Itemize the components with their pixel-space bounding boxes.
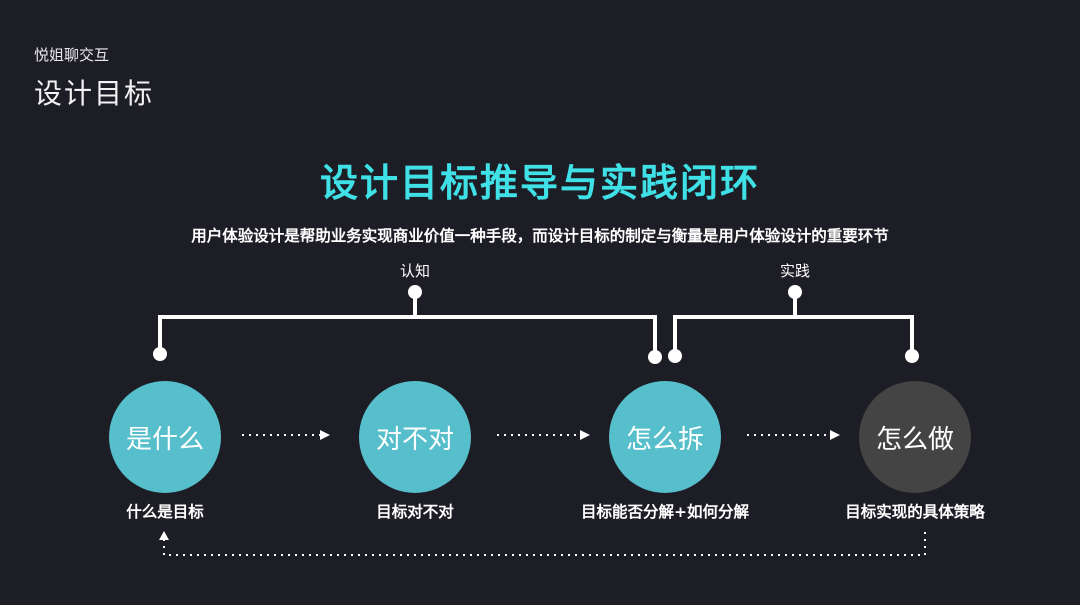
- step-circle-do: 怎么做: [859, 381, 971, 493]
- bracket-practice: [673, 292, 914, 354]
- group-label-practice: 实践: [779, 262, 810, 280]
- subtitle: 用户体验设计是帮助业务实现商业价值一种手段，而设计目标的制定与衡量是用户体验设计…: [191, 227, 889, 245]
- step-circle-what: 是什么: [109, 381, 221, 493]
- step-caption: 什么是目标: [126, 503, 204, 521]
- step-circle-right: 对不对: [359, 381, 471, 493]
- bracket-cognition: [158, 292, 657, 354]
- group-label-cognition: 认知: [399, 262, 430, 280]
- step-caption: 目标对不对: [376, 503, 454, 521]
- page-title: 设计目标: [34, 77, 155, 110]
- brand-name: 悦姐聊交互: [34, 46, 110, 64]
- flow-arrows: [163, 434, 926, 556]
- step-caption: 目标能否分解+如何分解: [581, 503, 749, 521]
- step-circle-split: 怎么拆: [609, 381, 721, 493]
- step-caption: 目标实现的具体策略: [845, 503, 985, 521]
- main-title: 设计目标推导与实践闭环: [319, 161, 760, 205]
